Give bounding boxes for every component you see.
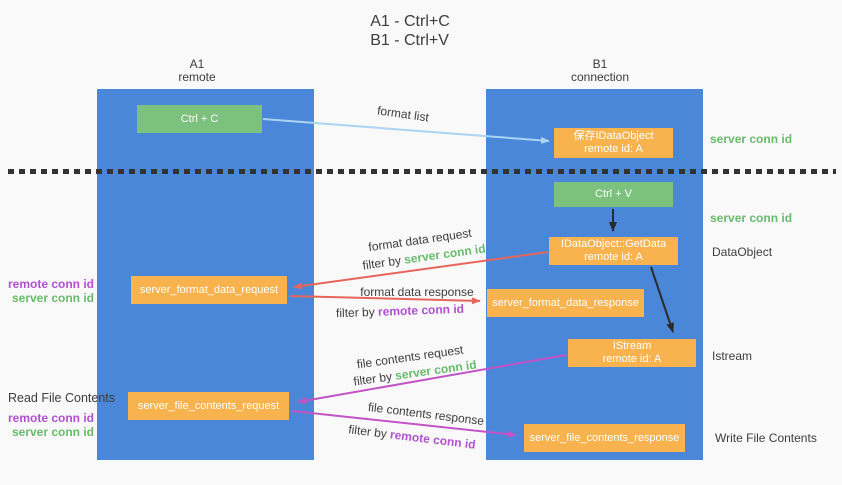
column-a1-id: A1 (189, 57, 205, 71)
node-ctrl-c-label: Ctrl + C (180, 112, 219, 125)
node-ctrl-c: Ctrl + C (137, 105, 262, 133)
filter-by-text: filter by (361, 252, 406, 273)
node-save-idataobject-line1: 保存IDataObject (573, 130, 654, 142)
column-a1-role: remote (178, 70, 216, 84)
column-b1-role: connection (570, 70, 630, 84)
filter-by-text: filter by (347, 422, 392, 442)
left-label-remote-conn-id-1: remote conn id (8, 277, 95, 291)
edge-label-format-data-response: format data response (360, 285, 474, 299)
remote-conn-id-text: remote conn id (377, 301, 465, 319)
filter-by-text: filter by (335, 304, 379, 321)
node-file-request-label: server_file_contents_request (137, 399, 280, 412)
filter-by-text: filter by (352, 368, 397, 389)
node-server-file-contents-response: server_file_contents_response (524, 424, 685, 452)
node-idataobject-getdata: IDataObject::GetData remote id: A (549, 237, 678, 265)
node-format-response-label: server_format_data_response (492, 296, 639, 309)
edge-label-filter-by-remote-2: filter by remote conn id (348, 422, 477, 451)
diagram-title: A1 - Ctrl+C B1 - Ctrl+V (370, 12, 450, 50)
left-label-read-file-contents: Read File Contents (8, 391, 116, 405)
node-server-format-data-response: server_format_data_response (487, 289, 644, 317)
node-istream-line2: remote id: A (602, 353, 662, 365)
node-istream-line1: IStream (612, 340, 652, 352)
title-line-2: B1 - Ctrl+V (370, 32, 449, 49)
right-label-server-conn-id-2: server conn id (710, 211, 793, 225)
node-save-idataobject-line2: remote id: A (584, 143, 643, 155)
right-label-write-file-contents: Write File Contents (715, 431, 817, 445)
edge-label-format-list: format list (376, 103, 430, 125)
right-label-istream: Istream (712, 349, 753, 363)
right-label-dataobject: DataObject (712, 245, 773, 259)
node-istream: IStream remote id: A (568, 339, 696, 367)
left-label-server-conn-id-1: server conn id (11, 291, 94, 305)
node-getdata-line2: remote id: A (584, 251, 643, 263)
left-label-server-conn-id-2: server conn id (11, 425, 94, 439)
node-getdata-line1: IDataObject::GetData (560, 238, 667, 250)
left-label-remote-conn-id-2: remote conn id (8, 411, 95, 425)
node-ctrl-v-label: Ctrl + V (595, 188, 632, 200)
node-server-format-data-request: server_format_data_request (131, 276, 287, 304)
node-server-file-contents-request: server_file_contents_request (128, 392, 289, 420)
right-label-server-conn-id-1: server conn id (710, 132, 793, 146)
node-save-idataobject: 保存IDataObject remote id: A (554, 128, 673, 158)
edge-label-filter-by-remote-1: filter by remote conn id (336, 302, 464, 320)
edge-label-file-contents-response: file contents response (367, 399, 485, 429)
title-line-1: A1 - Ctrl+C (370, 13, 450, 30)
column-header-b1: B1 connection (571, 58, 629, 84)
session-divider-line (8, 169, 836, 174)
node-format-request-label: server_format_data_request (139, 283, 279, 296)
column-b1-id: B1 (592, 57, 608, 71)
node-file-response-label: server_file_contents_response (529, 431, 680, 444)
column-header-a1: A1 remote (178, 58, 215, 84)
node-ctrl-v: Ctrl + V (554, 182, 673, 207)
remote-conn-id-text: remote conn id (389, 427, 477, 452)
